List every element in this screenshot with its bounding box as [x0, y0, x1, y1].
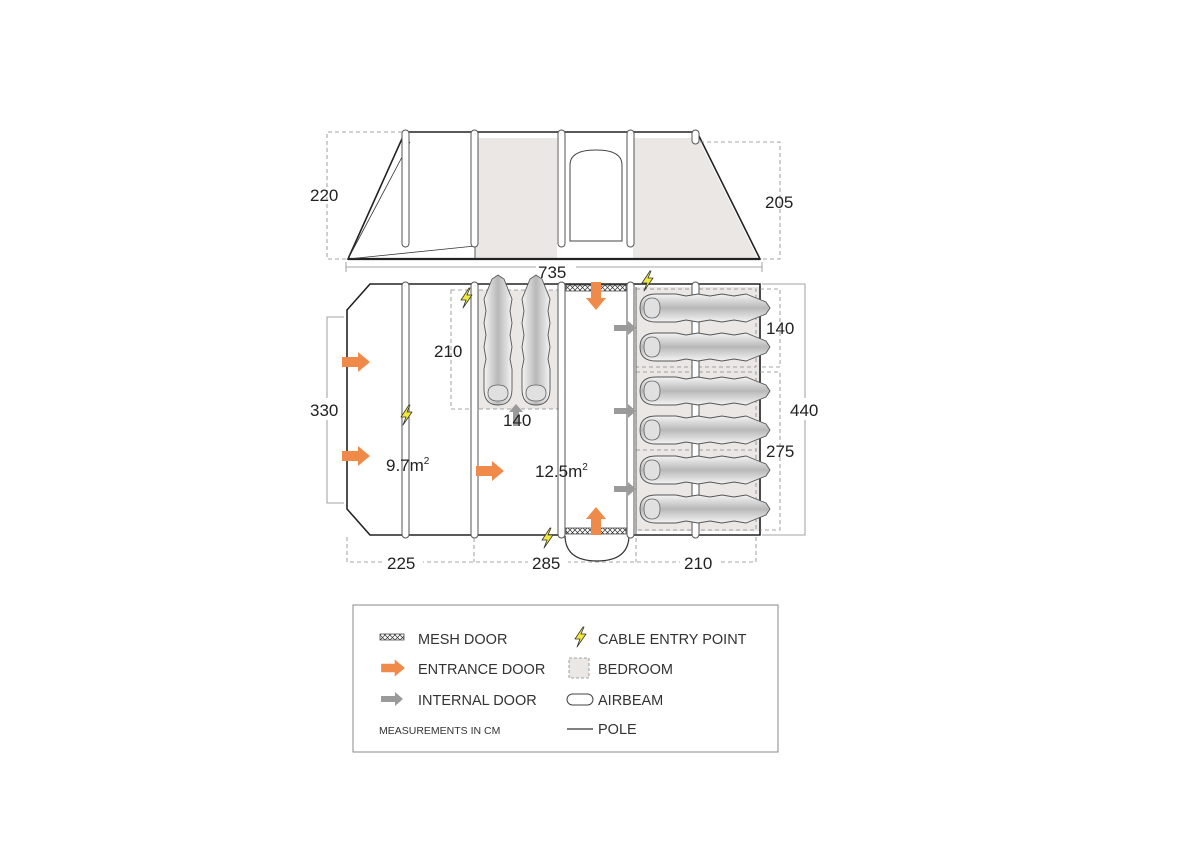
dim-side-height-left: 220	[310, 186, 338, 205]
elevation-rear-panel	[633, 138, 758, 259]
elevation-bedroom-panel	[475, 138, 557, 259]
legend-box	[352, 604, 779, 753]
legend-item-cable-entry: CABLE ENTRY POINT	[574, 626, 747, 648]
legend-item-airbeam: AIRBEAM	[566, 693, 663, 709]
dim-right-bedroom-bottom: 275	[766, 442, 794, 461]
measurements-note: MEASUREMENTS IN CM	[379, 725, 500, 737]
legend: MESH DOOR ENTRANCE DOOR INTERNAL DOOR ME…	[352, 604, 779, 753]
front-area-label: 9.7m2	[386, 456, 430, 475]
dim-total-width: 440	[790, 401, 818, 420]
legend-item-bedroom: BEDROOM	[568, 657, 673, 679]
side-elevation: 220 205	[310, 129, 793, 261]
middle-area-label: 12.5m2	[535, 462, 588, 481]
svg-text:CABLE ENTRY POINT: CABLE ENTRY POINT	[598, 632, 747, 648]
svg-text:BEDROOM: BEDROOM	[598, 662, 673, 678]
dim-living-width: 330	[310, 401, 338, 420]
dim-bottom-section-3: 210	[684, 554, 712, 573]
svg-text:MESH DOOR: MESH DOOR	[418, 632, 507, 648]
dim-right-bedroom-top: 140	[766, 319, 794, 338]
dim-side-height-right: 205	[765, 193, 793, 212]
svg-text:POLE: POLE	[598, 722, 637, 738]
airbeam-icon	[566, 693, 594, 706]
dim-bottom-section-2: 285	[532, 554, 560, 573]
legend-item-entrance-door: ENTRANCE DOOR	[381, 659, 545, 678]
floor-outline	[346, 283, 761, 536]
floor-plan: 9.7m2 12.5m2 330 440 210 140 140 275 225…	[300, 270, 826, 573]
porch-airbeam	[564, 534, 630, 562]
dim-bottom-section-1: 225	[387, 554, 415, 573]
svg-text:ENTRANCE DOOR: ENTRANCE DOOR	[418, 662, 545, 678]
dim-total-length: 735	[538, 263, 566, 282]
elevation-window	[569, 149, 623, 242]
mesh-door-icon	[379, 633, 405, 641]
bedroom-icon	[568, 657, 590, 679]
legend-item-internal-door: INTERNAL DOOR	[381, 692, 537, 709]
dim-left-bedroom-depth: 210	[434, 342, 462, 361]
svg-text:INTERNAL DOOR: INTERNAL DOOR	[418, 693, 537, 709]
dim-left-bedroom-width: 140	[503, 411, 531, 430]
elevation-poles	[401, 129, 700, 248]
svg-text:AIRBEAM: AIRBEAM	[598, 693, 663, 709]
legend-item-mesh-door: MESH DOOR	[379, 632, 507, 648]
legend-item-pole: POLE	[567, 722, 637, 738]
